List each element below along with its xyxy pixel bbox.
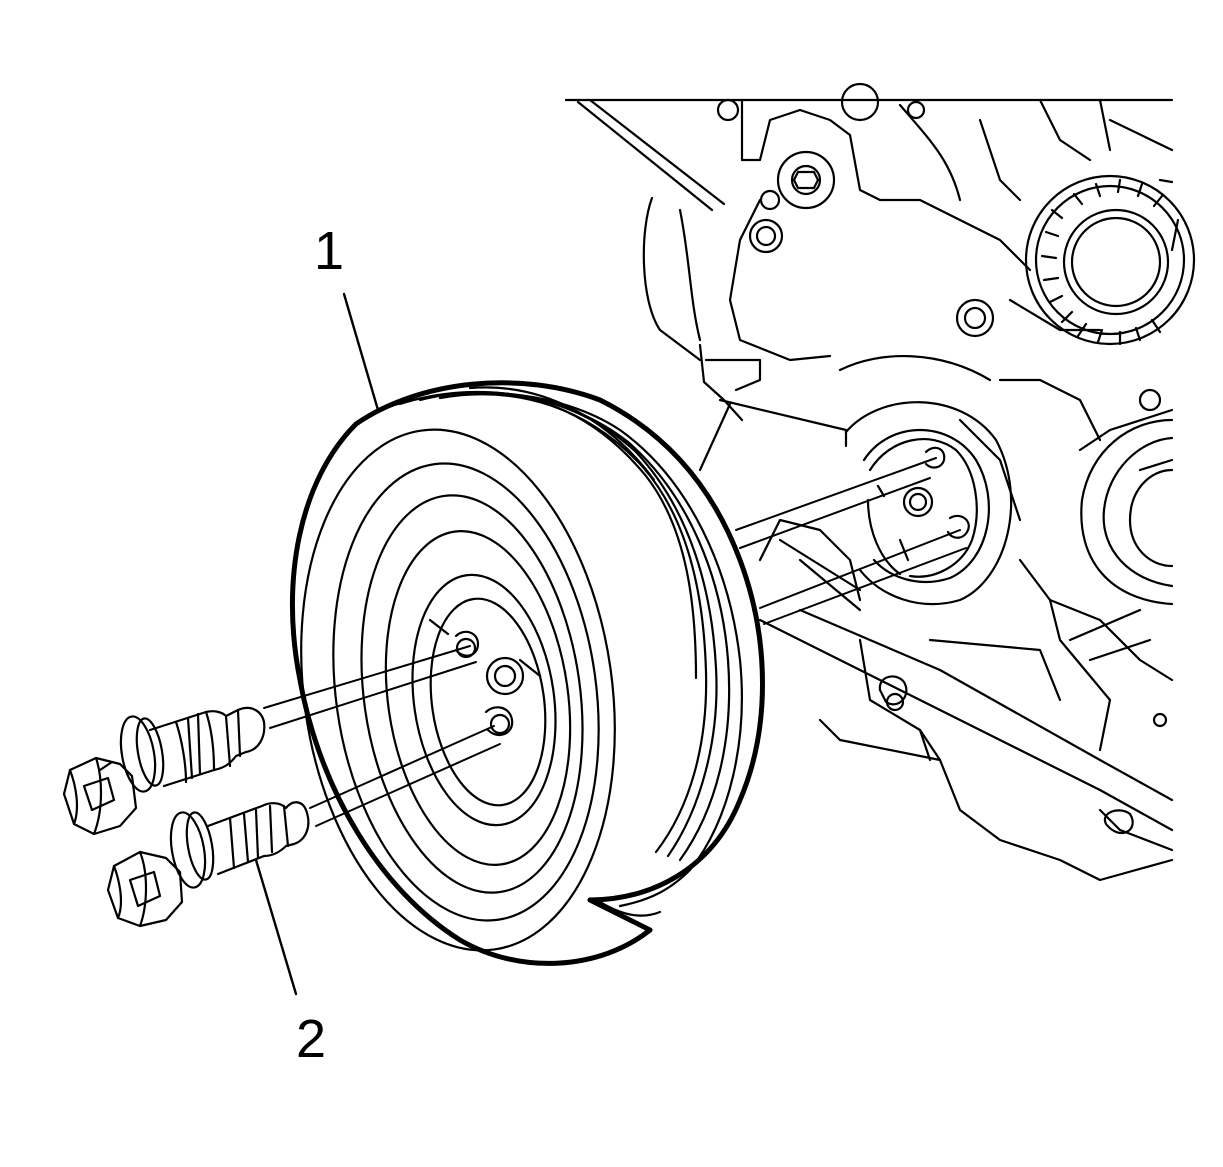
tensioner-pulley bbox=[1024, 174, 1196, 346]
callout-label-1: 1 bbox=[314, 221, 345, 281]
idler-pulley bbox=[1080, 418, 1174, 606]
leader-lines bbox=[254, 292, 380, 996]
balancer-bolt-lower bbox=[106, 801, 310, 928]
crankshaft-nose bbox=[844, 401, 1013, 606]
balancer-bolt-upper bbox=[62, 706, 266, 836]
crankshaft-balancer bbox=[289, 380, 765, 966]
cover-bosses bbox=[716, 82, 995, 338]
engine-front-cover bbox=[564, 98, 1174, 882]
leader-line-2 bbox=[254, 858, 298, 996]
callout-label-2: 2 bbox=[296, 1009, 327, 1069]
leader-line-1 bbox=[342, 292, 380, 412]
